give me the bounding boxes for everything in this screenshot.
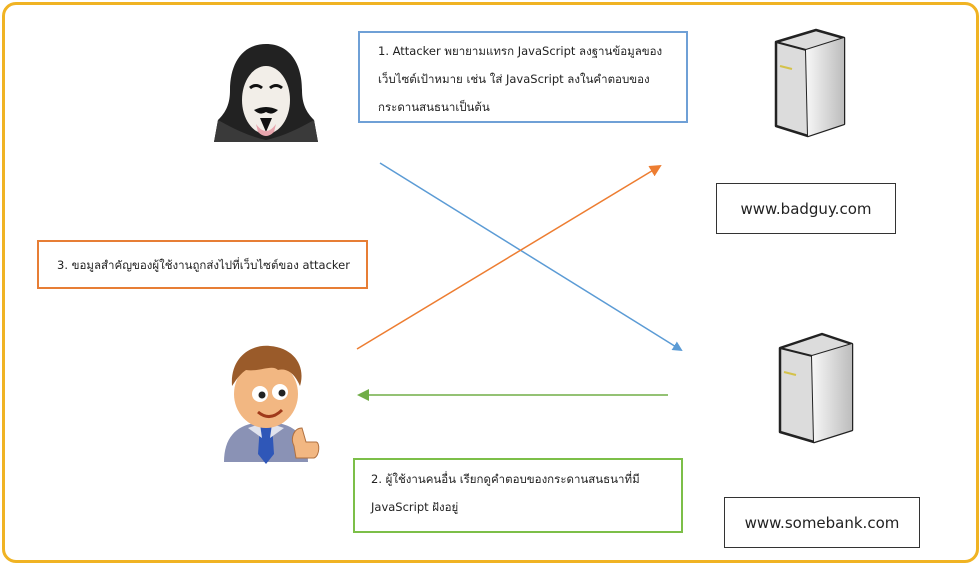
arrow-attacker-to-bank <box>379 162 683 352</box>
step2-callout: 2. ผู้ใช้งานคนอื่น เรียกดูคำตอบของกระดาน… <box>353 458 683 533</box>
step3-line1: 3. ขอมูลสำคัญของผู้ใช้งานถูกส่งไปที่เว็บ… <box>57 258 350 272</box>
step2-line1: 2. ผู้ใช้งานคนอื่น เรียกดูคำตอบของกระดาน… <box>371 472 640 486</box>
somebank-site-label: www.somebank.com <box>724 497 920 548</box>
hooded-attacker-icon <box>214 44 318 142</box>
cartoon-user-icon <box>224 345 320 464</box>
server-tower-icon <box>774 28 846 138</box>
badguy-site-label: www.badguy.com <box>716 183 896 234</box>
step2-line2: JavaScript ฝังอยู่ <box>371 500 459 514</box>
arrow-user-to-badguy <box>356 164 662 350</box>
server-tower-icon <box>778 332 854 444</box>
step1-callout: 1. Attacker พยายามแทรก JavaScript ลงฐานข… <box>358 31 688 123</box>
step1-line1: 1. Attacker พยายามแทรก JavaScript ลงฐานข… <box>378 44 663 58</box>
step1-line2: เว็บไซต์เป้าหมาย เช่น ใส่ JavaScript ลงใ… <box>378 72 650 86</box>
step3-callout: 3. ขอมูลสำคัญของผู้ใช้งานถูกส่งไปที่เว็บ… <box>37 240 368 289</box>
step1-line3: กระดานสนธนาเป็นต้น <box>378 100 490 114</box>
